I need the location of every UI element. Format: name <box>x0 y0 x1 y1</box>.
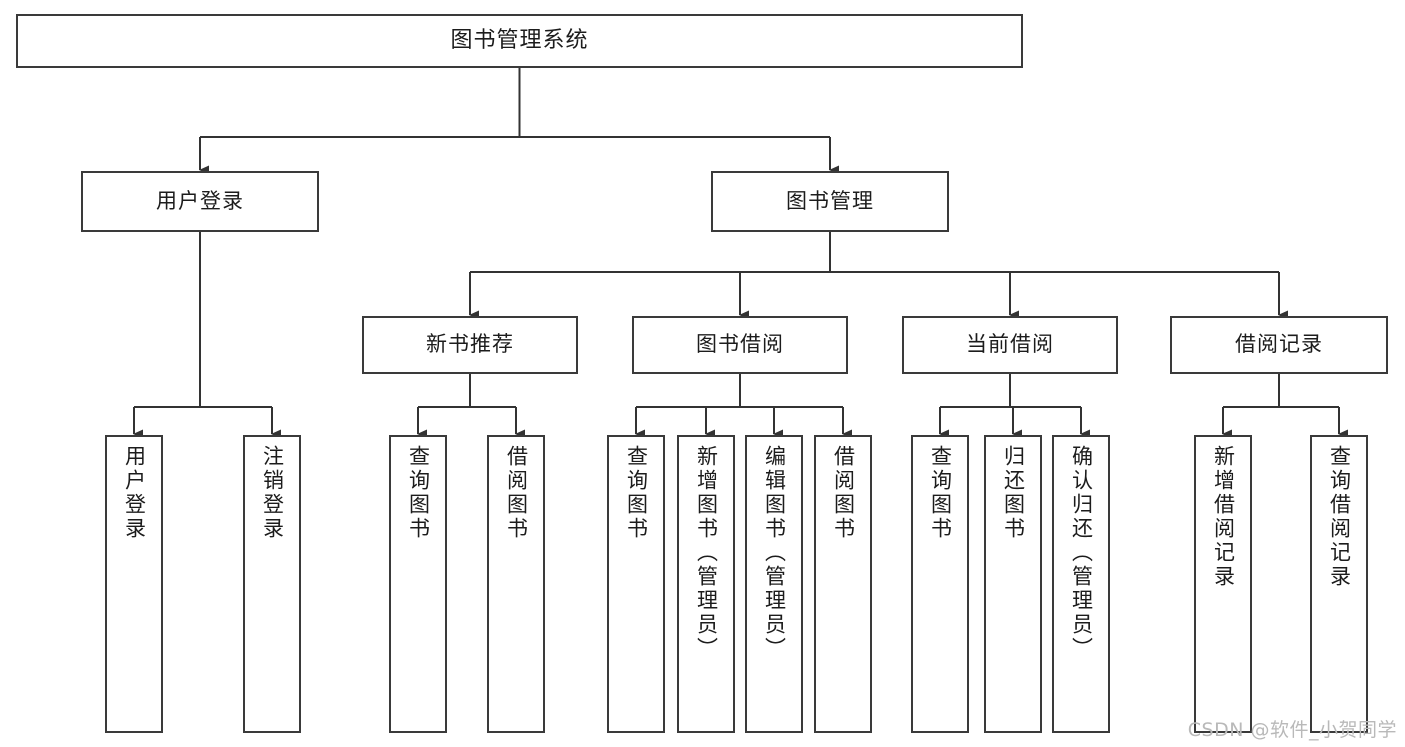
node-label: 用户登录 <box>156 188 244 213</box>
node-label: 查询图书 <box>928 445 953 541</box>
node-label: 借阅记录 <box>1235 332 1323 357</box>
node-n1[interactable]: 查询图书 <box>389 435 447 733</box>
node-c2[interactable]: 归还图书 <box>984 435 1042 733</box>
node-label: 用户登录 <box>122 445 147 541</box>
node-label: 确认归还（管理员） <box>1069 445 1094 661</box>
node-r2[interactable]: 查询借阅记录 <box>1310 435 1368 733</box>
node-label: 新增借阅记录 <box>1211 445 1236 589</box>
node-n2[interactable]: 借阅图书 <box>487 435 545 733</box>
node-label: 编辑图书（管理员） <box>762 445 787 661</box>
node-label: 图书管理 <box>786 188 874 213</box>
node-b3[interactable]: 编辑图书（管理员） <box>745 435 803 733</box>
node-c3[interactable]: 确认归还（管理员） <box>1052 435 1110 733</box>
node-b2[interactable]: 新增图书（管理员） <box>677 435 735 733</box>
node-label: 查询图书 <box>624 445 649 541</box>
node-r1[interactable]: 新增借阅记录 <box>1194 435 1252 733</box>
node-label: 图书管理系统 <box>450 27 589 53</box>
node-label: 查询图书 <box>406 445 431 541</box>
node-label: 注销登录 <box>260 445 285 541</box>
node-label: 借阅图书 <box>504 445 529 541</box>
edge-group <box>132 68 1348 439</box>
node-borrow[interactable]: 图书借阅 <box>632 316 848 374</box>
node-root[interactable]: 图书管理系统 <box>16 14 1023 68</box>
node-label: 归还图书 <box>1001 445 1026 541</box>
node-label: 新书推荐 <box>426 332 514 357</box>
node-c1[interactable]: 查询图书 <box>911 435 969 733</box>
node-records[interactable]: 借阅记录 <box>1170 316 1388 374</box>
node-current[interactable]: 当前借阅 <box>902 316 1118 374</box>
node-l2[interactable]: 注销登录 <box>243 435 301 733</box>
node-bookmgmt[interactable]: 图书管理 <box>711 171 949 232</box>
node-label: 查询借阅记录 <box>1327 445 1352 589</box>
node-login[interactable]: 用户登录 <box>81 171 319 232</box>
watermark-text: CSDN @软件_小贺同学 <box>1187 719 1397 741</box>
node-label: 图书借阅 <box>696 332 784 357</box>
node-b1[interactable]: 查询图书 <box>607 435 665 733</box>
node-label: 当前借阅 <box>966 332 1054 357</box>
node-label: 新增图书（管理员） <box>694 445 719 661</box>
node-label: 借阅图书 <box>831 445 856 541</box>
node-b4[interactable]: 借阅图书 <box>814 435 872 733</box>
node-l1[interactable]: 用户登录 <box>105 435 163 733</box>
node-newbook[interactable]: 新书推荐 <box>362 316 578 374</box>
